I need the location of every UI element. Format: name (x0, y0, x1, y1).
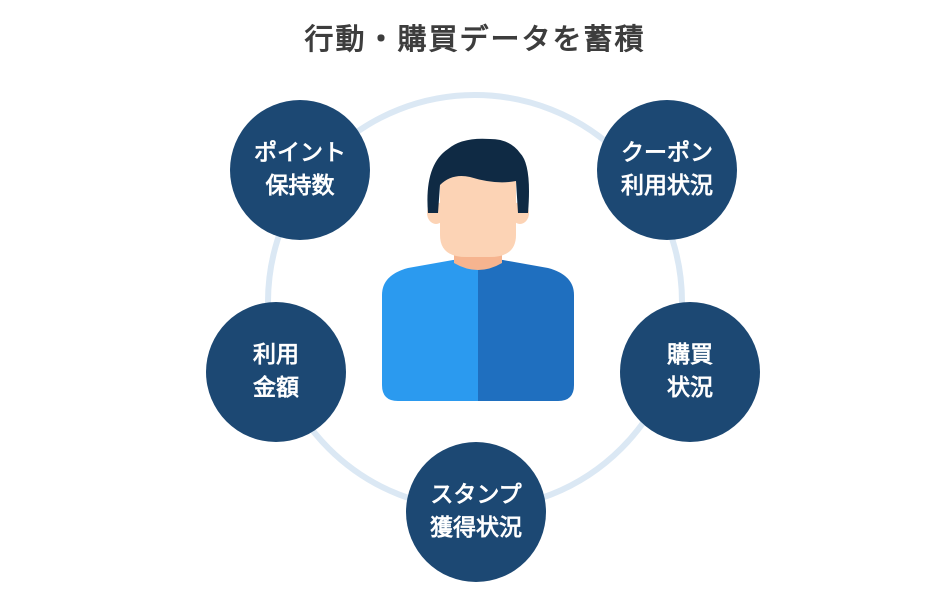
node-coupon-usage: クーポン 利用状況 (597, 100, 737, 240)
node-label-line2: 状況 (667, 375, 713, 401)
node-label-line1: スタンプ (430, 482, 522, 508)
page-title: 行動・購買データを蓄積 (304, 22, 646, 56)
node-label-line1: ポイント (254, 140, 346, 166)
node-label-line1: 利用 (253, 342, 299, 368)
node-purchase-status: 購買 状況 (620, 302, 760, 442)
person-hair (427, 138, 529, 213)
node-label-line2: 獲得状況 (430, 515, 522, 541)
person-face (440, 175, 516, 257)
node-label-line2: 利用状況 (621, 173, 713, 199)
person-shirt (382, 257, 574, 401)
person-icon (382, 138, 574, 401)
node-usage-amount: 利用 金額 (206, 302, 346, 442)
node-stamp-status: スタンプ 獲得状況 (406, 442, 546, 582)
node-label-line1: 購買 (667, 342, 713, 368)
node-label-line1: クーポン (621, 140, 713, 166)
node-label-line2: 保持数 (265, 173, 335, 199)
node-point-balance: ポイント 保持数 (230, 100, 370, 240)
node-label-line2: 金額 (253, 375, 299, 401)
